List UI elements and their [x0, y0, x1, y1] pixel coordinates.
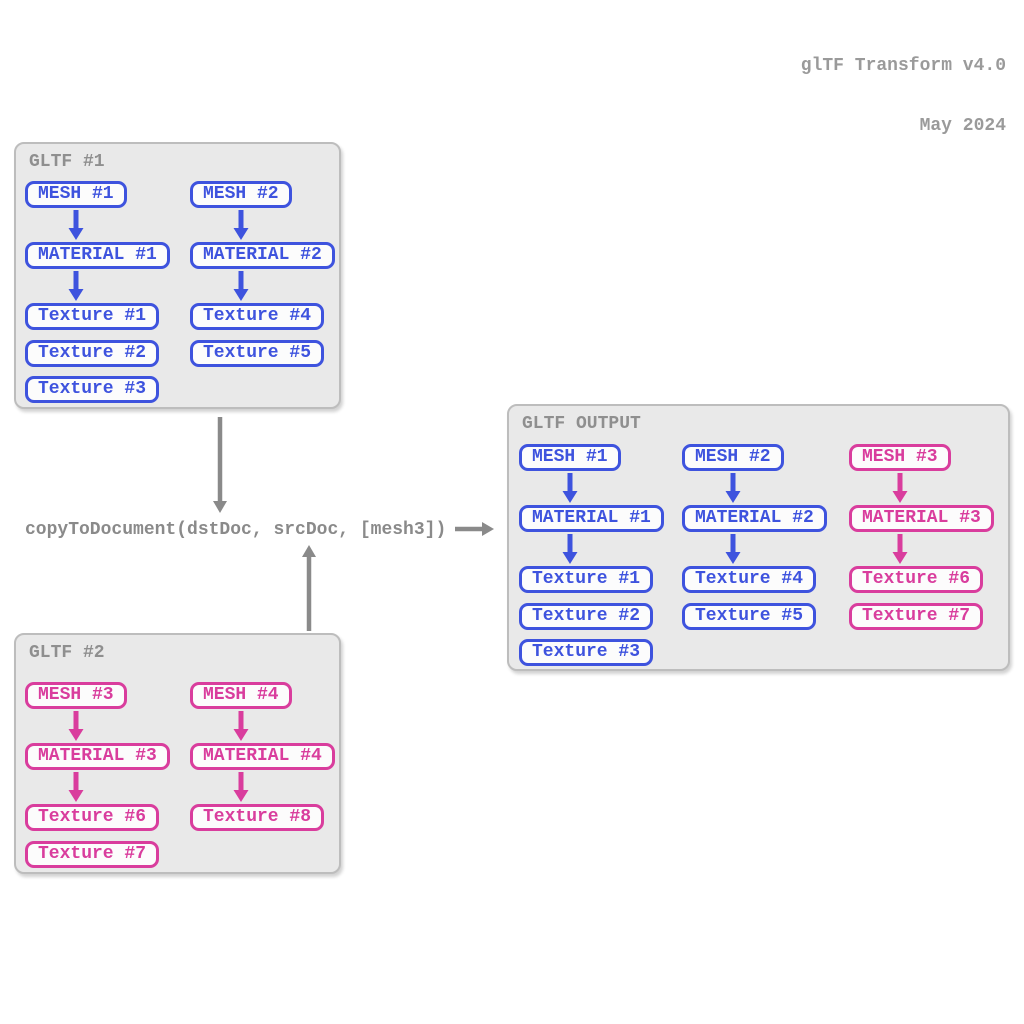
arrow-down-icon [725, 473, 741, 503]
node-texture-6: Texture #6 [849, 566, 984, 593]
node-mesh-1: MESH #1 [25, 181, 127, 208]
arrow-down-icon [233, 210, 249, 240]
node-material-1: MATERIAL #1 [25, 242, 170, 269]
panel-gltf-output-title: GLTF OUTPUT [522, 414, 641, 434]
node-material-2: MATERIAL #2 [190, 242, 335, 269]
node-texture-4: Texture #4 [682, 566, 817, 593]
page-title: glTF Transform v4.0 May 2024 [801, 16, 1006, 176]
arrow-down-icon [892, 534, 908, 564]
node-material-3: MATERIAL #3 [25, 743, 170, 770]
arrow-down-icon [68, 210, 84, 240]
node-texture-2: Texture #2 [25, 340, 160, 367]
node-texture-7: Texture #7 [25, 841, 160, 868]
node-texture-5: Texture #5 [682, 603, 817, 630]
node-texture-3: Texture #3 [25, 376, 160, 403]
node-texture-1: Texture #1 [25, 303, 160, 330]
arrow-down-icon [562, 473, 578, 503]
node-material-4: MATERIAL #4 [190, 743, 335, 770]
panel-gltf-output: GLTF OUTPUT MESH #1 MESH #2 MESH #3 MATE… [507, 404, 1010, 671]
node-texture-5: Texture #5 [190, 340, 325, 367]
node-texture-6: Texture #6 [25, 804, 160, 831]
node-mesh-3: MESH #3 [849, 444, 951, 471]
arrow-down-icon [233, 772, 249, 802]
node-texture-4: Texture #4 [190, 303, 325, 330]
node-mesh-2: MESH #2 [190, 181, 292, 208]
arrow-down-icon [725, 534, 741, 564]
node-texture-7: Texture #7 [849, 603, 984, 630]
function-call-label: copyToDocument(dstDoc, srcDoc, [mesh3]) [25, 520, 447, 540]
arrow-down-icon [233, 271, 249, 301]
node-mesh-4: MESH #4 [190, 682, 292, 709]
date-label: May 2024 [919, 116, 1006, 136]
node-texture-2: Texture #2 [519, 603, 654, 630]
panel-gltf-1: GLTF #1 MESH #1 MESH #2 MATERIAL #1 MATE… [14, 142, 341, 409]
arrow-right-icon [455, 522, 494, 536]
node-material-1: MATERIAL #1 [519, 505, 664, 532]
node-texture-8: Texture #8 [190, 804, 325, 831]
node-mesh-3: MESH #3 [25, 682, 127, 709]
node-texture-1: Texture #1 [519, 566, 654, 593]
panel-gltf-2: GLTF #2 MESH #3 MESH #4 MATERIAL #3 MATE… [14, 633, 341, 874]
arrow-down-icon [68, 772, 84, 802]
panel-gltf-1-title: GLTF #1 [29, 152, 105, 172]
panel-gltf-2-title: GLTF #2 [29, 643, 105, 663]
node-material-3: MATERIAL #3 [849, 505, 994, 532]
arrow-down-icon [892, 473, 908, 503]
node-mesh-2: MESH #2 [682, 444, 784, 471]
arrow-down-icon [562, 534, 578, 564]
arrow-down-icon [233, 711, 249, 741]
arrow-down-icon [213, 417, 227, 513]
node-texture-3: Texture #3 [519, 639, 654, 666]
arrow-down-icon [68, 271, 84, 301]
arrow-down-icon [68, 711, 84, 741]
arrow-up-icon [302, 545, 316, 631]
node-material-2: MATERIAL #2 [682, 505, 827, 532]
app-version-label: glTF Transform v4.0 [800, 56, 1006, 76]
node-mesh-1: MESH #1 [519, 444, 621, 471]
